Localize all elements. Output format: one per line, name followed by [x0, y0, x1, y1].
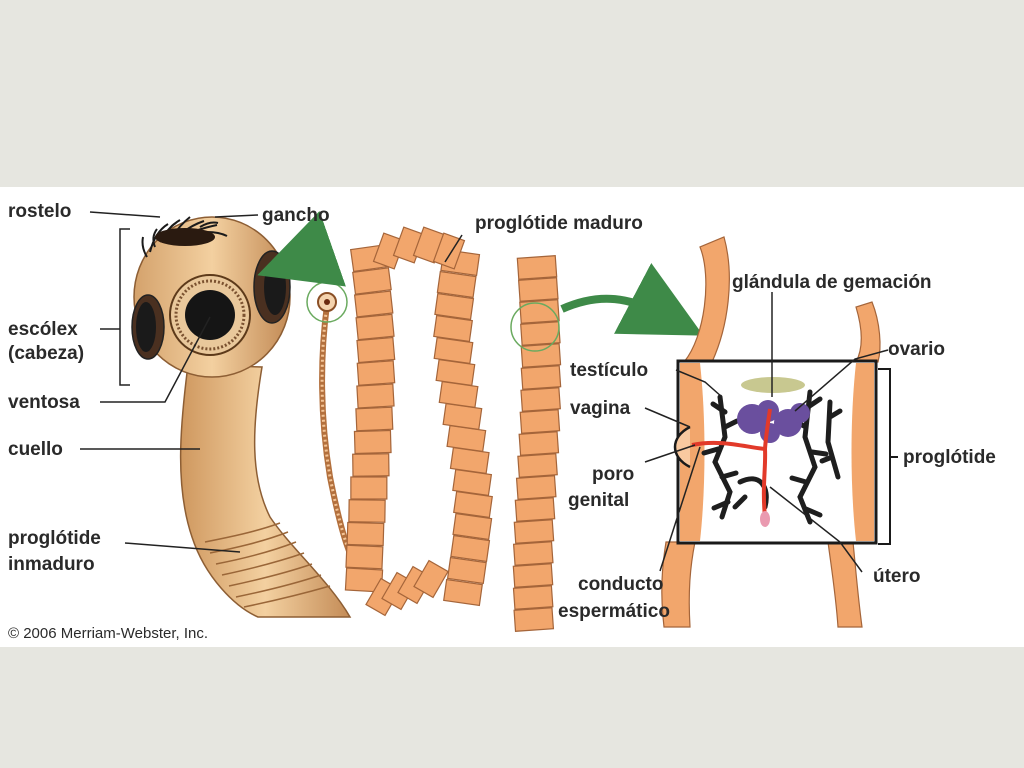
label-cuello: cuello [8, 439, 63, 460]
strobila-segment [520, 321, 561, 346]
strobila-segment [352, 267, 392, 295]
strobila-segment [434, 292, 475, 321]
proglottid-detail [661, 236, 898, 628]
strobila-segment [353, 429, 392, 455]
label-rostelo: rostelo [8, 201, 71, 222]
label-ovario: ovario [888, 339, 945, 360]
strobila-segment [520, 365, 562, 390]
strobila-segment [446, 556, 487, 585]
strobila-segment [355, 406, 394, 432]
tapeworm-diagram: rostelo gancho escólex (cabeza) ventosa … [8, 201, 996, 642]
strobila-segment [442, 402, 483, 431]
strobila-segment [356, 360, 396, 386]
strobila-segment [512, 541, 554, 566]
strobila-segment [353, 290, 394, 318]
label-proglotide-maduro: proglótide maduro [475, 213, 643, 234]
strobila-segment [516, 255, 558, 280]
label-ventosa: ventosa [8, 392, 80, 413]
strobila-segment [436, 270, 477, 299]
strobila-segment [513, 607, 555, 632]
label-cabeza: (cabeza) [8, 343, 84, 364]
label-gancho: gancho [262, 205, 330, 226]
strobila-segment [513, 519, 555, 544]
leader-lines [80, 211, 889, 573]
strobila-segment [519, 409, 561, 434]
strobila-segment [348, 499, 386, 523]
strobila-segment [413, 559, 449, 599]
strobila-segment [520, 387, 561, 412]
label-proglotide: proglótide [903, 447, 996, 468]
strobila-segment [512, 585, 554, 610]
strobila-segment [515, 475, 557, 500]
strobila-segment [433, 314, 474, 343]
label-espermatico: espermático [558, 601, 670, 622]
strobila-segment [355, 313, 395, 341]
label-conducto: conducto [578, 574, 664, 595]
strobila-segment [350, 476, 388, 500]
label-proglotide-inmaduro-1: proglótide [8, 528, 101, 549]
copyright-text: © 2006 Merriam-Webster, Inc. [8, 625, 208, 642]
label-proglotide-inmaduro-2: inmaduro [8, 554, 95, 575]
strobila-segment [514, 497, 556, 522]
strobila-segment [452, 512, 493, 541]
strobila-segment [517, 453, 558, 478]
label-testiculo: testículo [570, 360, 648, 381]
strobila-segment [453, 490, 493, 519]
label-poro: poro [592, 464, 634, 485]
strobila-segment [512, 563, 554, 588]
strobila-segment [519, 299, 560, 324]
label-vagina: vagina [570, 398, 631, 419]
strobila-segment [346, 521, 385, 547]
scolex-illustration [131, 216, 352, 618]
strobila-segment [450, 534, 491, 563]
strobila-segment [518, 431, 560, 456]
arrow-to-scolex [257, 211, 346, 287]
label-genital: genital [568, 490, 629, 511]
label-glandula-de-gemacion: glándula de gemación [732, 272, 932, 293]
mature-strobila [344, 226, 562, 632]
label-utero: útero [873, 566, 921, 587]
arrow-to-proglottid [560, 262, 704, 336]
strobila-segment [517, 277, 559, 302]
strobila-segment [356, 383, 395, 409]
strobila-segment [345, 544, 384, 570]
label-escolex: escólex [8, 319, 78, 340]
strobila-segment [520, 343, 562, 368]
strobila-segment [446, 424, 487, 453]
strobila-segment [433, 336, 474, 365]
strobila-segment [443, 578, 483, 607]
strobila-segment [352, 453, 390, 477]
strobila-segment [356, 336, 396, 364]
diagram-panel: rostelo gancho escólex (cabeza) ventosa … [0, 187, 1024, 647]
